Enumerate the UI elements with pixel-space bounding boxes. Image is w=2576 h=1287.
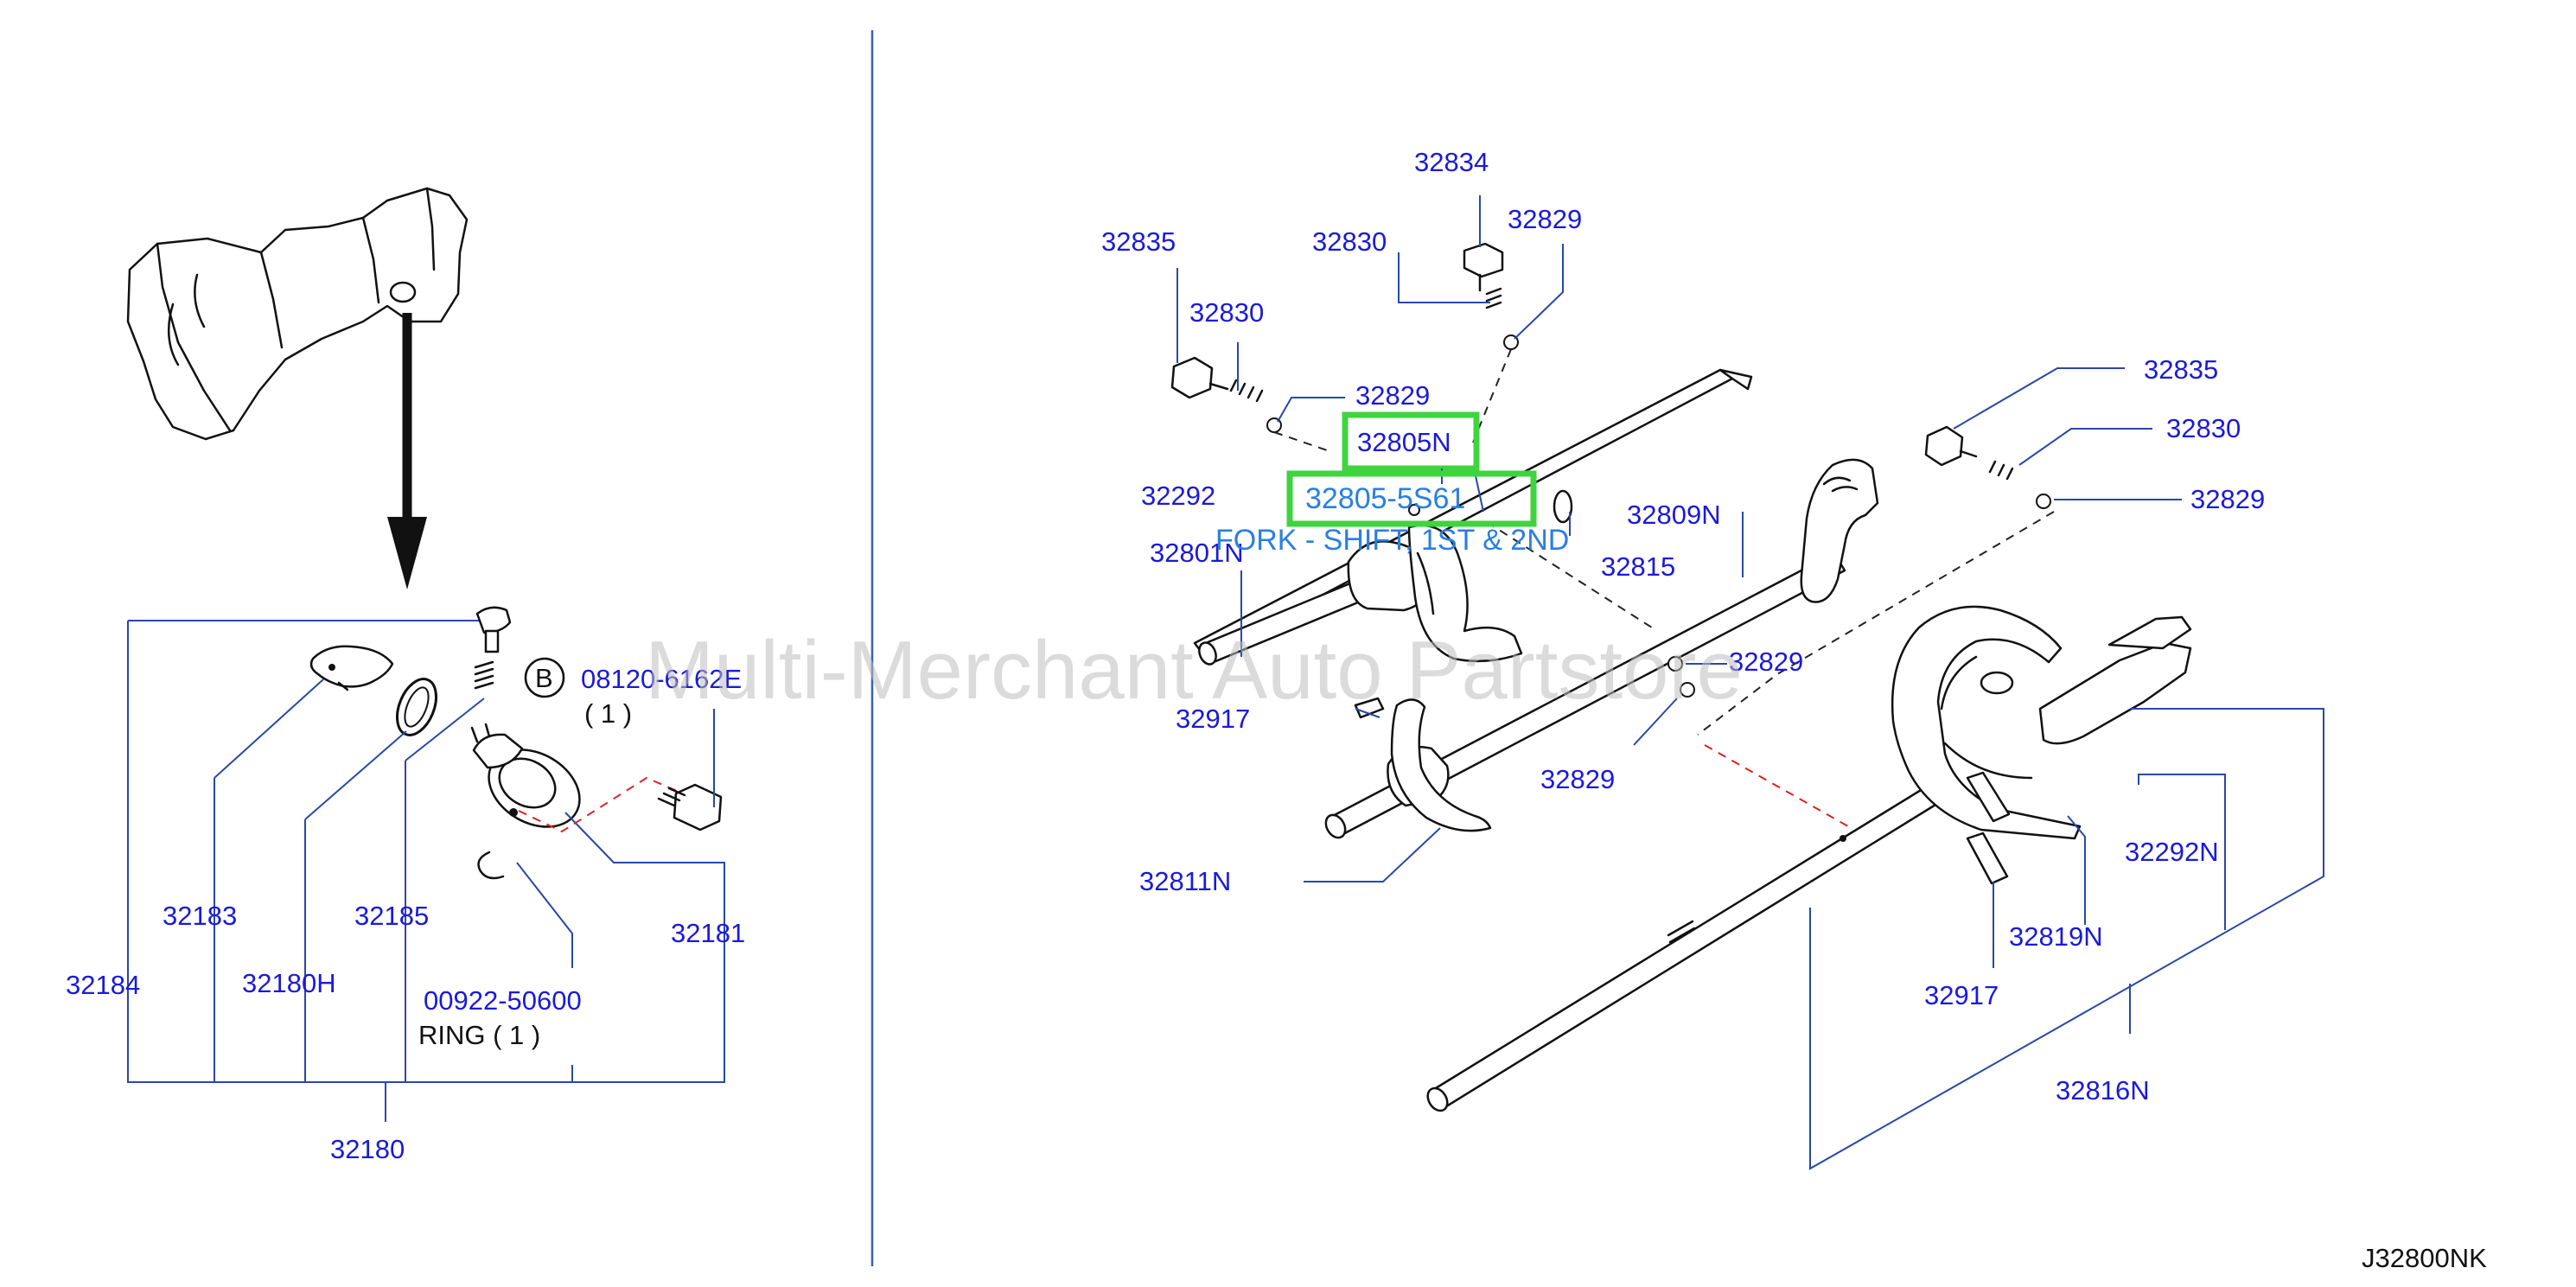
label-32819n: 32819N: [2009, 921, 2103, 952]
part-08120-bolt: [657, 783, 723, 831]
part-32181-switch: [470, 723, 581, 828]
label-32184: 32184: [66, 970, 140, 1000]
label-32829-right: 32829: [2190, 484, 2265, 514]
label-32292n: 32292N: [2125, 837, 2219, 867]
part-32184-pin: [475, 606, 512, 653]
label-32292: 32292: [1141, 481, 1215, 511]
bolt-symbol-badge: [524, 657, 565, 698]
assembly-bracket-32180: [127, 620, 725, 1122]
fork-32811n: [1387, 698, 1492, 832]
fork-32819n: [1891, 605, 2192, 840]
label-32834: 32834: [1414, 147, 1489, 177]
label-32829-left: 32829: [1355, 380, 1430, 411]
label-32835-right: 32835: [2144, 354, 2218, 385]
part-00922-ring: [477, 851, 505, 880]
label-32180: 32180: [330, 1134, 405, 1164]
bolt-alignment-line: [518, 776, 684, 833]
leader-lines: [1176, 195, 2324, 1170]
label-32816n: 32816N: [2056, 1075, 2150, 1105]
highlighted-part-number[interactable]: 32805-5S61: [1286, 470, 1537, 527]
leader-32183: [214, 679, 324, 779]
label-32811n: 32811N: [1139, 866, 1231, 896]
label-32829-mid: 32829: [1729, 647, 1803, 677]
label-32830-top: 32830: [1312, 226, 1387, 257]
bolt-symbol: B: [535, 663, 553, 693]
right-callouts: 32834 32835 32830 32829 32830 32829 3229…: [1101, 147, 2265, 1105]
highlighted-part-32805n[interactable]: 32805N: [1342, 411, 1480, 484]
small-hardware: [1170, 242, 2051, 885]
shaft-32816n: [1426, 783, 1942, 1112]
label-32829-low: 32829: [1540, 764, 1615, 794]
label-32805n[interactable]: 32805N: [1357, 427, 1451, 457]
label-32185: 32185: [354, 901, 429, 931]
highlight-box-secondary[interactable]: [1286, 470, 1537, 527]
label-32829-top: 32829: [1508, 204, 1582, 234]
label-32181: 32181: [671, 918, 745, 948]
label-32809n: 32809N: [1627, 500, 1721, 530]
label-32917-left: 32917: [1176, 704, 1250, 734]
label-32835-left: 32835: [1101, 226, 1176, 257]
label-ring-number: 00922-50600: [424, 985, 582, 1016]
label-32183: 32183: [163, 901, 237, 931]
label-part-number[interactable]: 32805-5S61: [1305, 482, 1465, 515]
label-32801n: 32801N: [1150, 538, 1244, 568]
label-32180h: 32180H: [242, 968, 336, 998]
label-32917-right: 32917: [1924, 980, 1999, 1010]
part-32183-plate: [309, 645, 394, 691]
label-ring-text: RING ( 1 ): [418, 1020, 540, 1050]
direction-arrow: [387, 313, 427, 589]
label-bolt-qty: ( 1 ): [584, 698, 632, 729]
part-32185-spring: [474, 660, 494, 690]
part-32180h-oring: [396, 678, 437, 736]
transmission-housing-illustration: [126, 187, 469, 441]
label-bolt-number: 08120-6162E: [581, 664, 742, 694]
part-description-tooltip: FORK - SHIFT, 1ST & 2ND: [1215, 524, 1569, 557]
label-32830-left: 32830: [1189, 297, 1264, 328]
fork-shift-1st-2nd: [1347, 504, 1523, 663]
diagram-code: J32800NK: [2362, 1243, 2487, 1273]
highlight-box-primary[interactable]: [1342, 411, 1480, 472]
watermark-text: Multi-Merchant Auto Partstore: [645, 624, 1743, 717]
left-callouts: 32184 32183 32180H 32185 32181 32180 B 0…: [66, 663, 745, 1164]
label-32830-right: 32830: [2166, 413, 2241, 443]
label-32815: 32815: [1601, 551, 1675, 582]
shaft-32809n: [1324, 458, 1879, 839]
